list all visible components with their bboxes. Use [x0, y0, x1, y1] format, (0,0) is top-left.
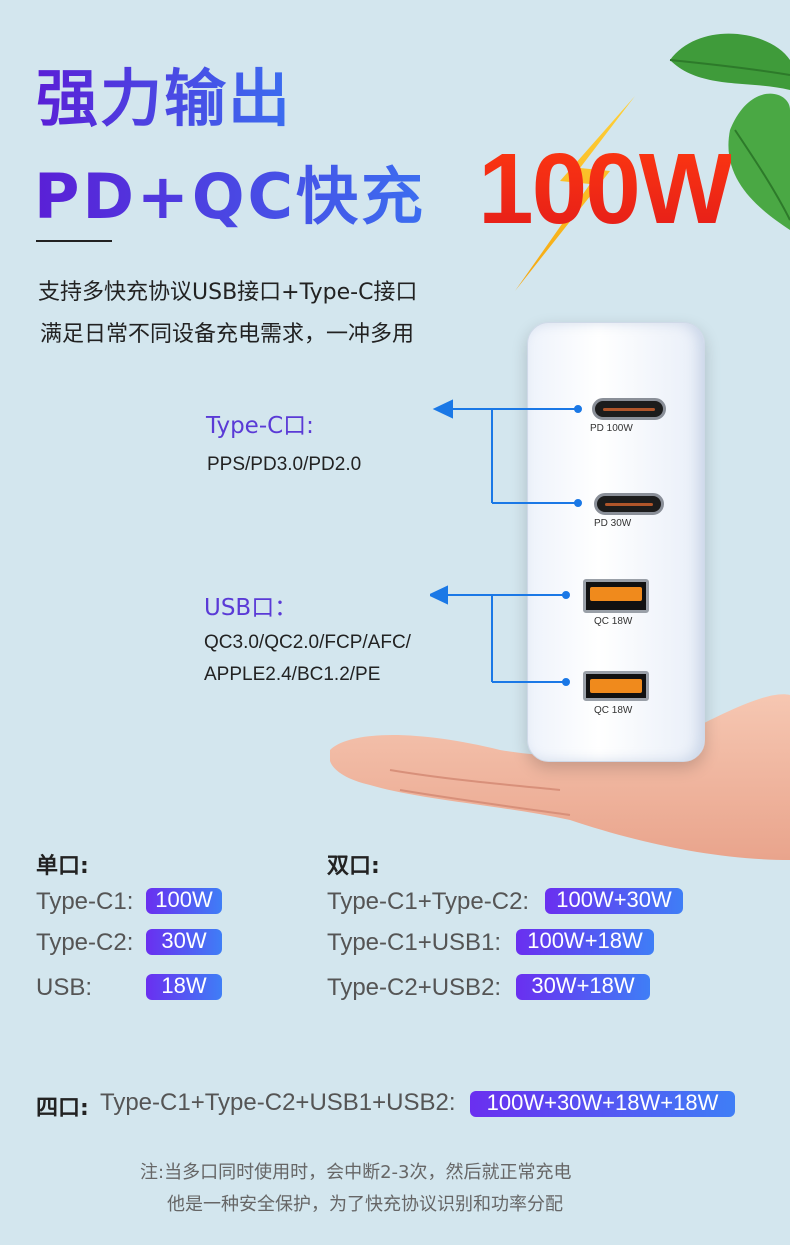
usb-info-title: USB口： [204, 595, 298, 621]
typec2-port [594, 493, 664, 515]
typec1-port [592, 398, 666, 420]
dual-port-row-label: Type-C2+USB2: [327, 974, 502, 1001]
typec-info-title: Type-C口: [206, 413, 314, 439]
single-port-row-label: Type-C2: [36, 929, 134, 956]
dual-port-row-value: 100W+30W [545, 888, 683, 914]
dual-port-row-label: Type-C1+Type-C2: [327, 888, 530, 915]
usb-info-protocols-line1: QC3.0/QC2.0/FCP/AFC/ [204, 632, 411, 653]
typec-info-protocols: PPS/PD3.0/PD2.0 [207, 454, 362, 475]
headline-line1: 强力输出 [36, 48, 292, 138]
description-line2: 满足日常不同设备充电需求，一冲多用 [40, 322, 415, 347]
headline-line2: PD+QC快充 [34, 146, 426, 236]
usb1-port [583, 579, 649, 613]
usb-info-protocols-line2: APPLE2.4/BC1.2/PE [204, 664, 381, 685]
usb2-port [583, 671, 649, 701]
typec1-port-label: PD 100W [590, 423, 633, 434]
dual-port-row-value: 30W+18W [516, 974, 650, 1000]
single-port-row-value: 18W [146, 974, 222, 1000]
typec2-port-label: PD 30W [594, 518, 632, 529]
single-port-title: 单口: [36, 854, 89, 879]
power-rating-100w: 100W [478, 133, 733, 245]
single-port-row-value: 30W [146, 929, 222, 955]
note-line1: 注:当多口同时使用时，会中断2-3次，然后就正常充电 [140, 1162, 572, 1183]
dual-port-row-label: Type-C1+USB1: [327, 929, 502, 956]
dual-port-title: 双口: [327, 854, 380, 879]
port-callout-arrows [430, 399, 582, 686]
quad-port-value: 100W+30W+18W+18W [470, 1091, 735, 1117]
quad-port-label: Type-C1+Type-C2+USB1+USB2: [100, 1089, 456, 1116]
usb1-port-label: QC 18W [594, 616, 633, 627]
single-port-row-label: Type-C1: [36, 888, 134, 915]
note-line2: 他是一种安全保护，为了快充协议识别和功率分配 [167, 1194, 563, 1215]
dual-port-row-value: 100W+18W [516, 929, 654, 955]
usb2-port-label: QC 18W [594, 705, 633, 716]
description-line1: 支持多快充协议USB接口+Type-C接口 [38, 280, 418, 305]
single-port-row-label: USB: [36, 974, 93, 1001]
leaf-decoration-icon [669, 33, 790, 230]
hand-illustration [330, 694, 790, 860]
single-port-row-value: 100W [146, 888, 222, 914]
headline-divider [36, 240, 112, 242]
quad-port-title: 四口: [36, 1096, 89, 1121]
charger-device: PD 100W PD 30W QC 18W QC 18W [527, 322, 705, 762]
